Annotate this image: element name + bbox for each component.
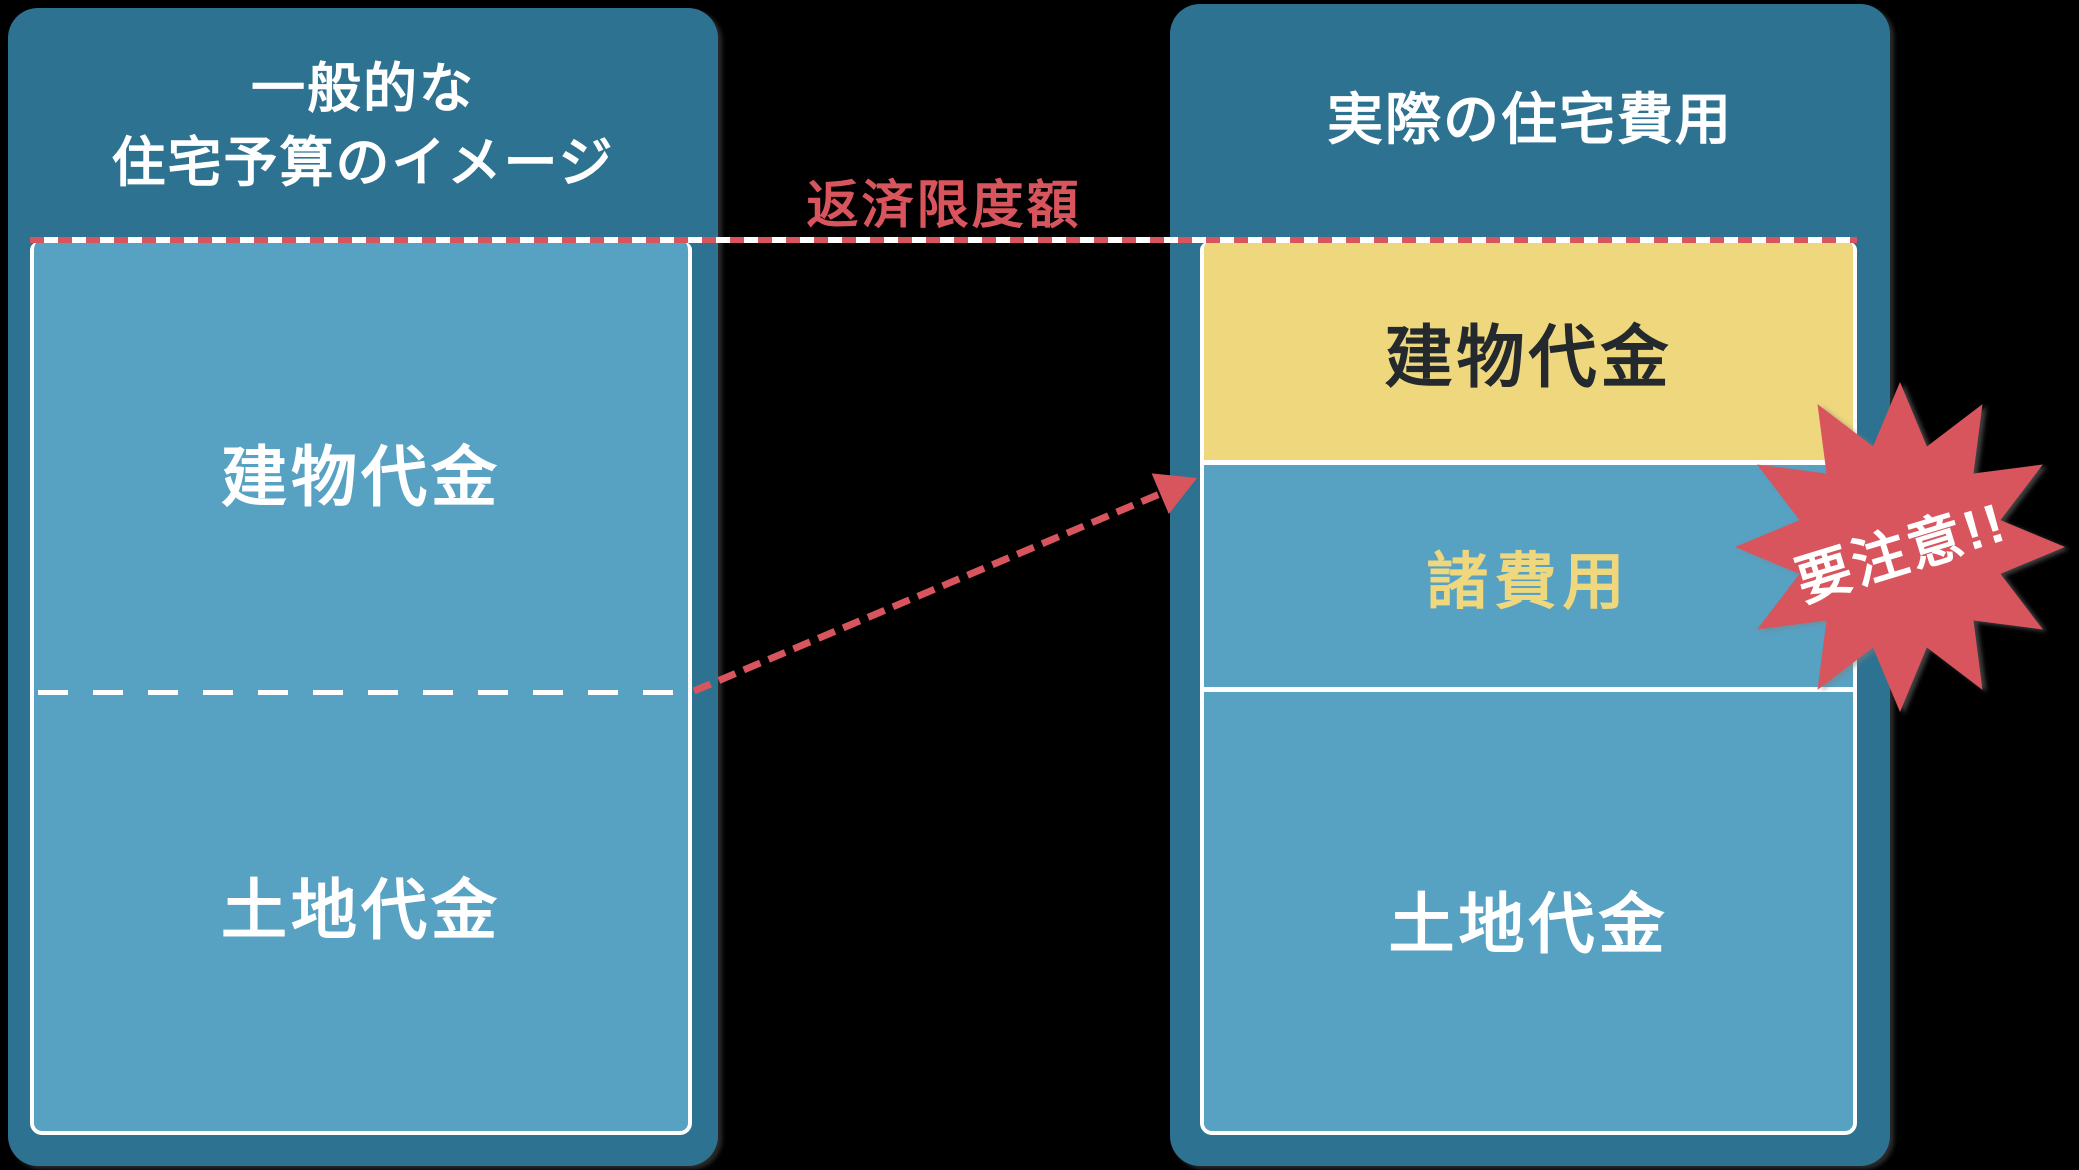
building-cost-section: 建物代金 <box>1204 242 1853 460</box>
left-building-cost-label: 建物代金 <box>221 440 501 514</box>
section-divider-2 <box>1204 687 1853 692</box>
left-panel-title: 一般的な 住宅予算のイメージ <box>8 52 718 200</box>
arrow-dashed-line <box>692 489 1164 695</box>
repayment-limit-label: 返済限度額 <box>806 177 1082 235</box>
misc-cost-section: 諸費用 <box>1204 465 1853 687</box>
left-land-cost-label: 土地代金 <box>221 873 501 947</box>
misc-cost-label: 諸費用 <box>1426 548 1631 617</box>
right-panel: 実際の住宅費用 建物代金 諸費用 土地代金 <box>1170 4 1890 1166</box>
land-cost-section: 土地代金 <box>1204 692 1853 1131</box>
caution-badge: 要注意!! <box>1730 377 2070 717</box>
starburst-icon <box>1735 382 2065 712</box>
right-panel-title: 実際の住宅費用 <box>1327 88 1733 151</box>
section-divider-1 <box>1204 460 1853 465</box>
building-cost-label: 建物代金 <box>1384 319 1673 396</box>
land-cost-label: 土地代金 <box>1388 886 1669 961</box>
left-panel: 一般的な 住宅予算のイメージ 建物代金 土地代金 <box>8 8 718 1166</box>
right-cost-box: 建物代金 諸費用 土地代金 <box>1200 242 1857 1135</box>
left-title-line-1: 一般的な <box>251 59 475 119</box>
left-budget-box: 建物代金 土地代金 <box>30 242 692 1135</box>
left-title-line-2: 住宅予算のイメージ <box>111 133 615 193</box>
left-dashed-divider <box>38 690 684 695</box>
repayment-limit-line <box>30 237 1857 243</box>
